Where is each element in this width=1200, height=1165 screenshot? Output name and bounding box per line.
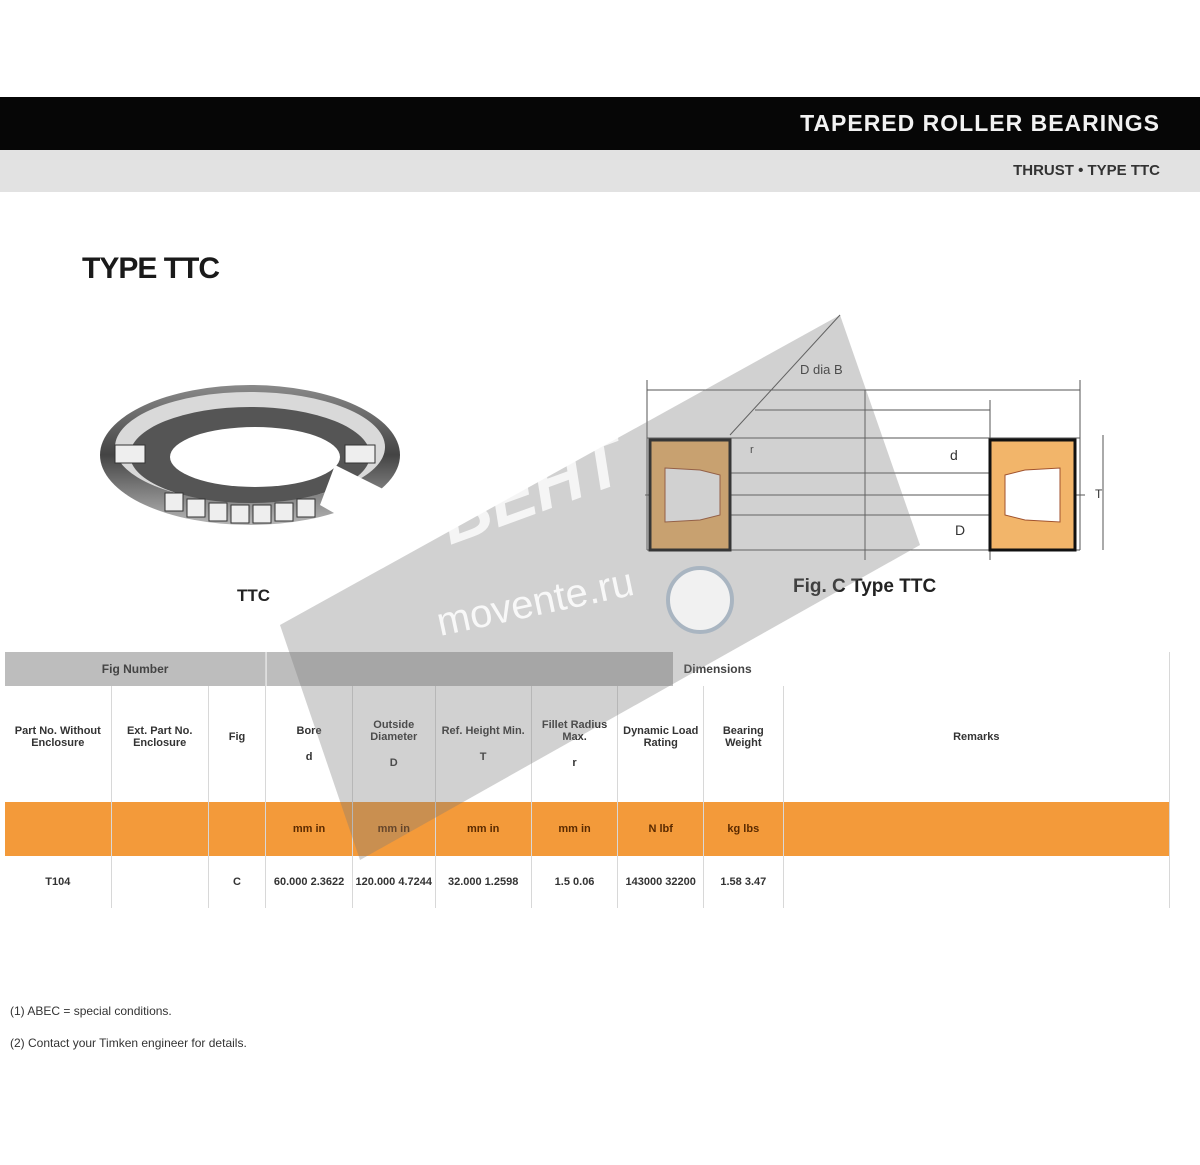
unit-cell [783, 802, 1171, 856]
footnote: (2) Contact your Timken engineer for det… [10, 1036, 247, 1050]
unit-cell [5, 802, 112, 856]
table-cell: 1.5 0.06 [531, 856, 619, 908]
table-cell [783, 856, 1171, 908]
unit-cell: mm in [265, 802, 353, 856]
group-header: Dimensions [265, 652, 1170, 686]
unit-cell: mm in [435, 802, 532, 856]
table-cell: 1.58 3.47 [703, 856, 784, 908]
photo-caption: TTC [237, 586, 271, 605]
drawing-label-D: D [955, 522, 965, 538]
bearing-photo [100, 385, 400, 525]
page-title: TYPE TTC [82, 252, 220, 285]
watermark-logo: BEHT [428, 419, 639, 559]
subheader-bar: THRUST • TYPE TTC [0, 150, 1200, 192]
column-header-label: Fillet Radius Max. [541, 719, 608, 743]
header-bar: TAPERED ROLLER BEARINGS [0, 97, 1200, 150]
header-title: TAPERED ROLLER BEARINGS [800, 110, 1160, 136]
group-header: Fig Number [5, 652, 267, 686]
column-symbol: d [305, 751, 313, 763]
unit-cell: mm in [352, 802, 436, 856]
column-header: Dynamic Load Rating [617, 686, 704, 802]
column-header: Bore d [265, 686, 353, 802]
unit-cell: N lbf [617, 802, 704, 856]
column-header-label: Bore [296, 725, 322, 737]
drawing-caption: Fig. C Type TTC [793, 576, 937, 597]
table-cell: C [208, 856, 267, 908]
footnote: (1) ABEC = special conditions. [10, 1004, 172, 1018]
column-header: Ext. Part No. Enclosure [111, 686, 209, 802]
specifications-table: Fig Number Dimensions Part No. Without E… [5, 652, 1171, 908]
column-header: Fig [208, 686, 267, 802]
watermark-logo-icon [666, 566, 734, 634]
column-header: Bearing Weight [703, 686, 784, 802]
column-header-label: Fig [228, 731, 246, 743]
unit-cell [111, 802, 209, 856]
column-symbol: D [389, 757, 398, 769]
column-header-label: Remarks [953, 731, 1000, 743]
column-header-label: Ext. Part No. Enclosure [126, 725, 193, 749]
watermark-site: movente.ru [433, 560, 638, 645]
drawing-dim-label: D dia B [800, 362, 843, 377]
column-header-label: Dynamic Load Rating [623, 725, 699, 749]
column-header-label: Part No. Without Enclosure [14, 725, 101, 749]
table-cell: 120.000 4.7244 [352, 856, 436, 908]
column-symbol: r [572, 757, 577, 769]
header-subtitle: THRUST • TYPE TTC [1013, 162, 1160, 179]
unit-cell: kg lbs [703, 802, 784, 856]
table-cell [111, 856, 209, 908]
table-cell: 32.000 1.2598 [435, 856, 532, 908]
unit-cell: mm in [531, 802, 619, 856]
table-cell: T104 [5, 856, 112, 908]
column-header: Fillet Radius Max. r [531, 686, 619, 802]
column-header: Remarks [783, 686, 1171, 802]
column-symbol: T [479, 751, 487, 763]
unit-cell [208, 802, 267, 856]
drawing-label-T: T [1095, 487, 1103, 501]
drawing-label-d: d [950, 447, 958, 463]
column-header-label: Ref. Height Min. [441, 725, 525, 737]
column-header: Ref. Height Min. T [435, 686, 532, 802]
drawing-label-r: r [750, 444, 754, 456]
cross-section-drawing: D dia B d D r T [645, 314, 1104, 560]
column-header: Part No. Without Enclosure [5, 686, 112, 802]
column-header-label: Bearing Weight [722, 725, 764, 749]
column-header-label: Outside Diameter [370, 719, 418, 743]
table-cell: 60.000 2.3622 [265, 856, 353, 908]
table-cell: 143000 32200 [617, 856, 704, 908]
